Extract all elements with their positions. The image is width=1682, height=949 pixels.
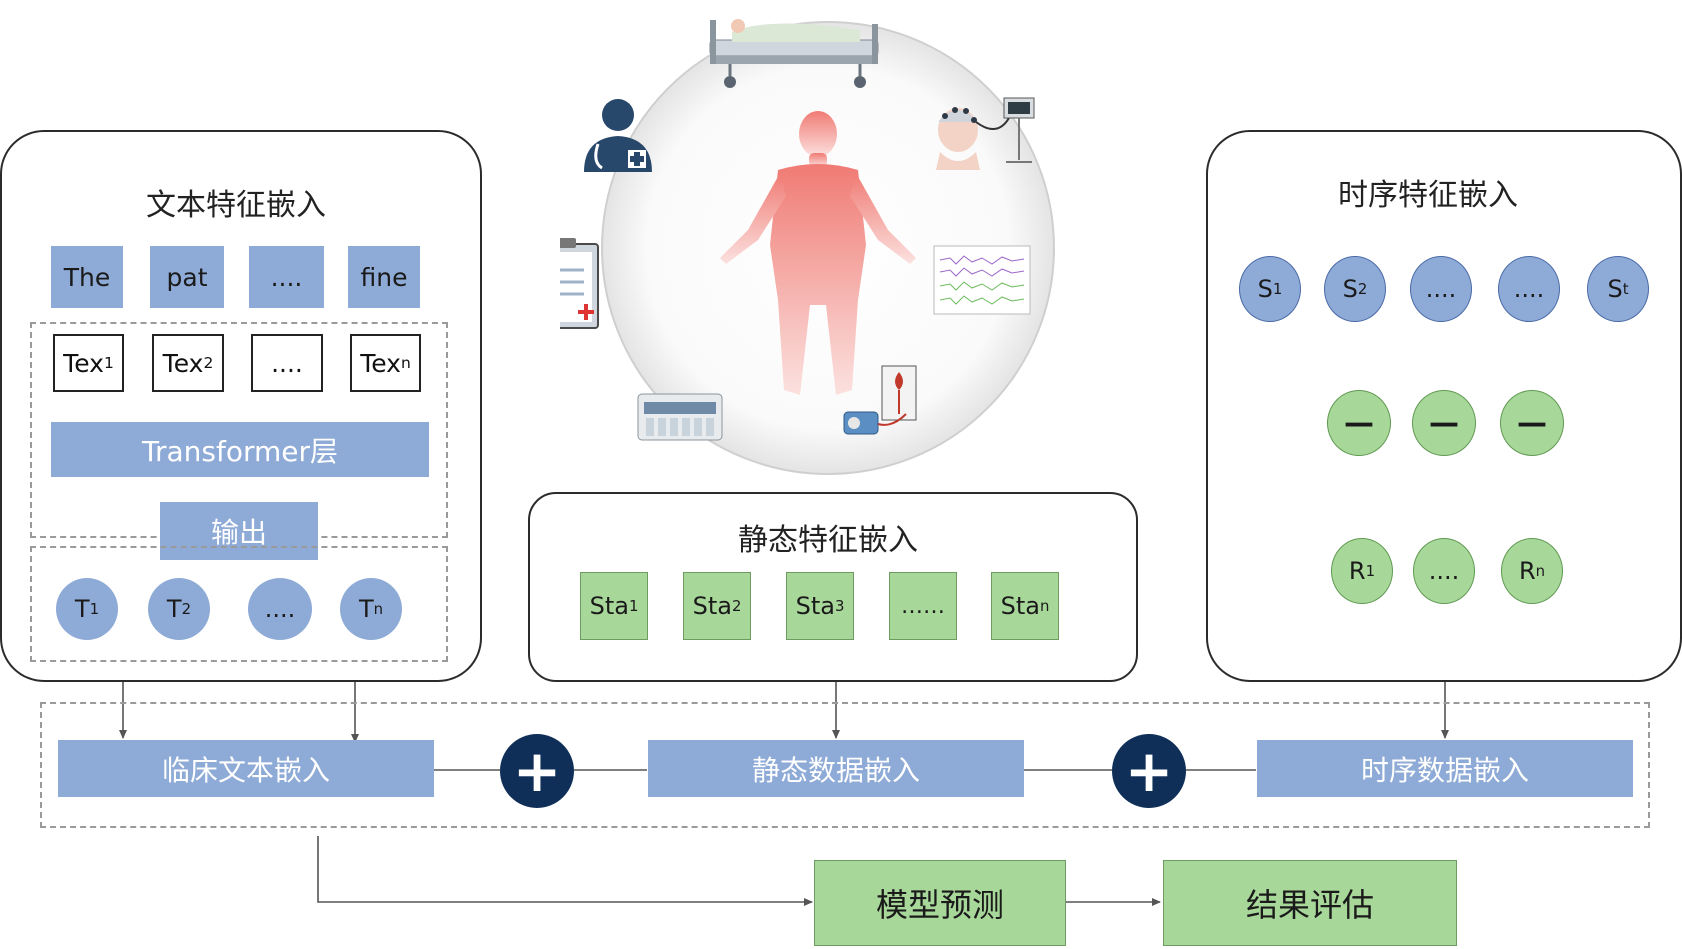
s-node-sub: t xyxy=(1622,280,1629,298)
s-node-label: .... xyxy=(1425,275,1457,303)
r-node-label: .... xyxy=(1428,557,1460,585)
plus-icon: + xyxy=(1112,734,1186,808)
timeseries-data-embedding-bar: 时序数据嵌入 xyxy=(1257,740,1633,797)
s-node-sub: 1 xyxy=(1272,280,1283,298)
clinical-text-embedding-bar: 临床文本嵌入 xyxy=(58,740,434,797)
s-node-label: S xyxy=(1257,275,1273,303)
patient-illustration xyxy=(560,19,1055,475)
r-node: .... xyxy=(1413,538,1475,604)
sta-box: …… xyxy=(889,572,957,640)
mid-node: — xyxy=(1412,390,1476,456)
token-box: pat xyxy=(150,246,224,308)
transformer-layer-box: Transformer层 xyxy=(51,422,429,477)
model-predict-box: 模型预测 xyxy=(814,860,1066,946)
sta-sub: 3 xyxy=(834,597,845,615)
eeg-headset-icon xyxy=(936,97,1035,170)
tex-box: .... xyxy=(251,334,323,392)
s-node: .... xyxy=(1498,256,1560,322)
human-body-icon xyxy=(720,111,916,395)
hospital-bed-icon xyxy=(709,19,879,88)
r-node-label: R xyxy=(1518,557,1536,585)
lab-analyzer-icon xyxy=(637,393,723,441)
s-node: .... xyxy=(1410,256,1472,322)
t-node-sub: 1 xyxy=(89,600,100,618)
static-data-embedding-bar: 静态数据嵌入 xyxy=(648,740,1024,797)
sta-label: …… xyxy=(901,593,945,619)
s-node-sub: 2 xyxy=(1357,280,1368,298)
timeseries-feature-title: 时序特征嵌入 xyxy=(1338,178,1518,213)
t-nodes-dashed-group xyxy=(30,546,448,662)
t-node-label: .... xyxy=(264,595,296,623)
clipboard-icon xyxy=(560,238,599,329)
t-node-sub: n xyxy=(373,600,384,618)
tex-label: Tex xyxy=(162,348,204,378)
tex-sub: n xyxy=(400,354,411,372)
tex-sub: 1 xyxy=(103,354,114,372)
t-node-label: T xyxy=(166,595,182,623)
sta-sub: n xyxy=(1039,597,1050,615)
r-node-sub: n xyxy=(1535,562,1546,580)
token-box: .... xyxy=(249,246,324,308)
sta-sub: 1 xyxy=(628,597,639,615)
r-node-label: R xyxy=(1348,557,1366,585)
t-node-label: T xyxy=(358,595,374,623)
t-node: .... xyxy=(248,578,312,640)
t-node-sub: 2 xyxy=(181,600,192,618)
sta-label: Sta xyxy=(692,592,732,620)
t-node-label: T xyxy=(74,595,90,623)
doctor-icon xyxy=(584,99,652,172)
tex-label: Tex xyxy=(63,348,104,378)
sta-label: Sta xyxy=(795,592,835,620)
plus-icon: + xyxy=(500,734,574,808)
text-feature-title: 文本特征嵌入 xyxy=(146,188,326,223)
tex-label: .... xyxy=(271,348,303,378)
sta-label: Sta xyxy=(1000,592,1040,620)
sta-sub: 2 xyxy=(731,597,742,615)
result-eval-box: 结果评估 xyxy=(1163,860,1457,946)
mid-node: — xyxy=(1500,390,1564,456)
fusion-dashed-group xyxy=(40,702,1650,828)
ecg-chart-icon xyxy=(933,245,1031,315)
tex-label: Tex xyxy=(360,348,401,378)
s-node-label: S xyxy=(1342,275,1358,303)
token-box: fine xyxy=(348,246,420,308)
output-box: 输出 xyxy=(160,502,318,560)
s-node-label: .... xyxy=(1513,275,1545,303)
token-box: The xyxy=(51,246,123,308)
s-node-label: S xyxy=(1607,275,1623,303)
ecmo-machine-icon xyxy=(843,365,917,435)
static-feature-title: 静态特征嵌入 xyxy=(738,523,918,558)
mid-node: — xyxy=(1327,390,1391,456)
r-node-sub: 1 xyxy=(1365,562,1376,580)
sta-label: Sta xyxy=(589,592,629,620)
tex-sub: 2 xyxy=(203,354,214,372)
